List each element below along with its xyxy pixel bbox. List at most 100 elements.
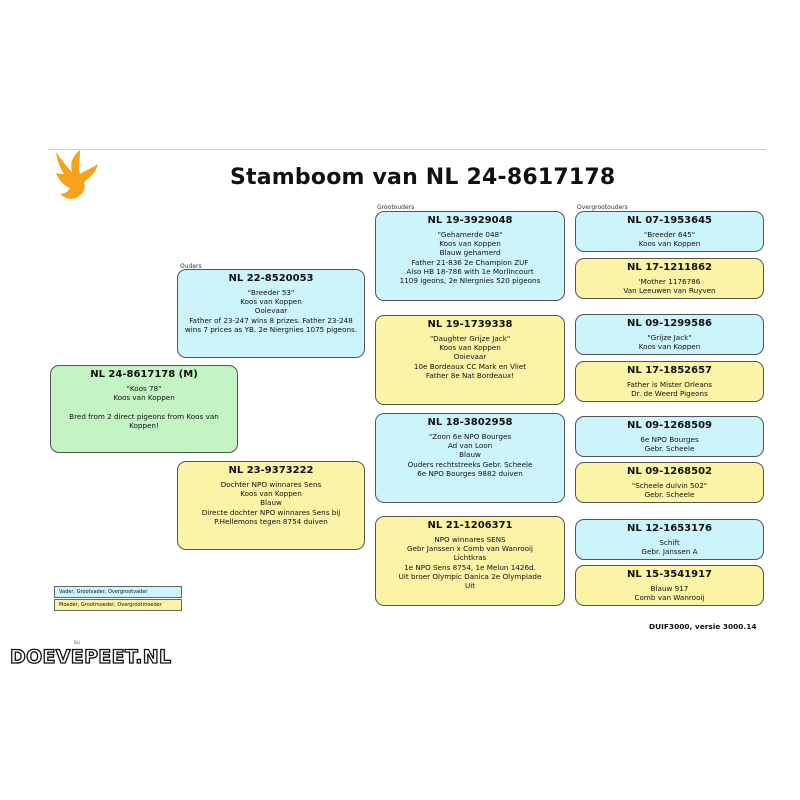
detail-line: "Grijze Jack": [647, 333, 692, 342]
detail-line: Koos van Koppen: [240, 297, 302, 307]
detail-line: Dochter NPO winnares Sens: [220, 480, 322, 489]
page-title: Stamboom van NL 24-8617178: [230, 165, 616, 190]
detail-line: Gebr. Scheele: [644, 490, 695, 500]
pigeon-ring: NL 18-3802958: [427, 417, 513, 428]
detail-line: Ooievaar: [254, 306, 288, 316]
detail-line: Blauw: [260, 498, 282, 508]
great-grandparent-card-1[interactable]: NL 07-1953645 "Breeder 645"Koos van Kopp…: [575, 211, 764, 252]
detail-line: Blauw gehamerd: [439, 248, 501, 258]
detail-line: Gebr. Janssen A: [641, 547, 698, 557]
detail-line: Koos van Koppen: [439, 343, 501, 353]
detail-line: 6e NPO Bourges: [640, 435, 699, 444]
detail-line: Father is Mister Orleans: [626, 380, 713, 389]
detail-line: "Breeder 645": [643, 230, 696, 239]
parent-card-father[interactable]: NL 22-8520053 "Breeder 53"Koos van Koppe…: [177, 269, 365, 358]
pigeon-details: "Breeder 645"Koos van Koppen: [576, 228, 763, 248]
detail-line: Van Leeuwen van Ruyven: [623, 286, 716, 296]
detail-line: Blauw 917: [650, 584, 689, 593]
detail-line: Gebr Janssen x Comb van Wanrooij: [406, 544, 534, 554]
watermark-prefix: Bsi: [74, 640, 80, 645]
detail-line: Koos van Koppen: [638, 342, 701, 352]
detail-line: Father of 23-247 wins 8 prizes. Father 2…: [184, 315, 358, 334]
detail-line: 1e NPO Sens 8754, 1e Melun 1426d.: [404, 562, 536, 572]
detail-line: Gebr. Scheele: [644, 444, 695, 454]
detail-line: Bred from 2 direct pigeons from Koos van…: [69, 411, 222, 430]
pigeon-ring: NL 19-1739338: [427, 319, 513, 330]
detail-line: 10e Bordeaux CC Mark en Vliet: [413, 361, 527, 371]
detail-line: Dr. de Weerd Pigeons: [631, 389, 708, 399]
detail-line: "Breeder 53": [247, 288, 295, 297]
pigeon-details: "Grijze Jack"Koos van Koppen: [576, 331, 763, 351]
grootouders-label: Grootouders: [377, 204, 415, 211]
detail-line: "Koos 78": [126, 384, 162, 393]
detail-line: NPO winnares SENS: [434, 535, 506, 544]
pigeon-ring: NL 12-1653176: [627, 523, 712, 534]
great-grandparent-card-3[interactable]: NL 09-1299586 "Grijze Jack"Koos van Kopp…: [575, 314, 764, 355]
detail-line: [57, 402, 231, 411]
pigeon-ring: NL 23-9373222: [228, 465, 314, 476]
pigeon-ring: NL 07-1953645: [627, 215, 712, 226]
detail-line: Ad van Loon: [447, 441, 493, 451]
version-label: DUIF3000, versie 3000.14: [649, 622, 757, 631]
detail-line: Koos van Koppen: [439, 239, 501, 249]
legend-dam: Moeder, Grootmoeder, Overgrootmoeder: [54, 599, 182, 611]
pigeon-ring: NL 21-1206371: [427, 520, 513, 531]
grandparent-card-paternal-grandfather[interactable]: NL 19-3929048 "Gehamerde 048"Koos van Ko…: [375, 211, 565, 301]
detail-line: 6e NPO Bourges 9882 duiven: [417, 468, 523, 478]
detail-line: Koos van Koppen: [113, 393, 175, 403]
detail-line: Schift: [659, 538, 680, 547]
detail-line: Koos van Koppen: [240, 489, 302, 499]
detail-line: "Zoon 6e NPO Bourges: [428, 432, 512, 441]
pigeon-ring: NL 17-1852657: [627, 365, 712, 376]
detail-line: Father 21-836 2e Champion ZUF: [411, 257, 529, 267]
detail-line: "Daughter Grijze Jack": [429, 334, 511, 343]
detail-line: 'Mother 1176786: [638, 277, 701, 286]
watermark: DOEVEPEET.NL: [9, 645, 172, 668]
detail-line: Uit: [464, 581, 476, 591]
detail-line: "Gehamerde 048": [437, 230, 503, 239]
detail-line: Comb van Wanrooij: [634, 593, 705, 603]
detail-line: Ooievaar: [453, 352, 487, 362]
pigeon-ring: NL 22-8520053: [228, 273, 314, 284]
pigeon-ring: NL 24-8617178 (M): [90, 369, 198, 380]
pigeon-details: "Scheele duivin 502"Gebr. Scheele: [576, 479, 763, 499]
detail-line: Directe dochter NPO winnares Sens bij P.…: [201, 507, 343, 526]
pigeon-ring: NL 09-1299586: [627, 318, 712, 329]
detail-line: 1109 igeons, 2e NIergnies 520 pigeons: [399, 276, 541, 286]
subject-card[interactable]: NL 24-8617178 (M) "Koos 78"Koos van Kopp…: [50, 365, 238, 453]
grandparent-card-paternal-grandmother[interactable]: NL 19-1739338 "Daughter Grijze Jack"Koos…: [375, 315, 565, 405]
detail-line: Uit broer Olympic Danica 2e Olympiade: [398, 571, 542, 581]
dove-logo-icon: [56, 150, 98, 199]
legend-sire: Vader, Grootvader, Overgrootvader: [54, 586, 182, 598]
detail-line: "Scheele duivin 502": [631, 481, 708, 490]
detail-line: Father 8e Nat Bordeaux!: [425, 370, 515, 380]
detail-line: Also HB 18-786 with 1e Morlincourt: [406, 266, 534, 276]
pigeon-ring: NL 19-3929048: [427, 215, 513, 226]
overgrootouders-label: Overgrootouders: [577, 204, 628, 211]
ouders-label: Ouders: [180, 263, 202, 270]
pigeon-details: "Koos 78"Koos van Koppen Bred from 2 dir…: [51, 382, 237, 430]
detail-line: Koos van Koppen: [638, 239, 701, 249]
great-grandparent-card-6[interactable]: NL 09-1268502 "Scheele duivin 502"Gebr. …: [575, 462, 764, 503]
pigeon-ring: NL 09-1268502: [627, 466, 712, 477]
pigeon-ring: NL 09-1268509: [627, 420, 712, 431]
top-divider: [48, 149, 766, 150]
